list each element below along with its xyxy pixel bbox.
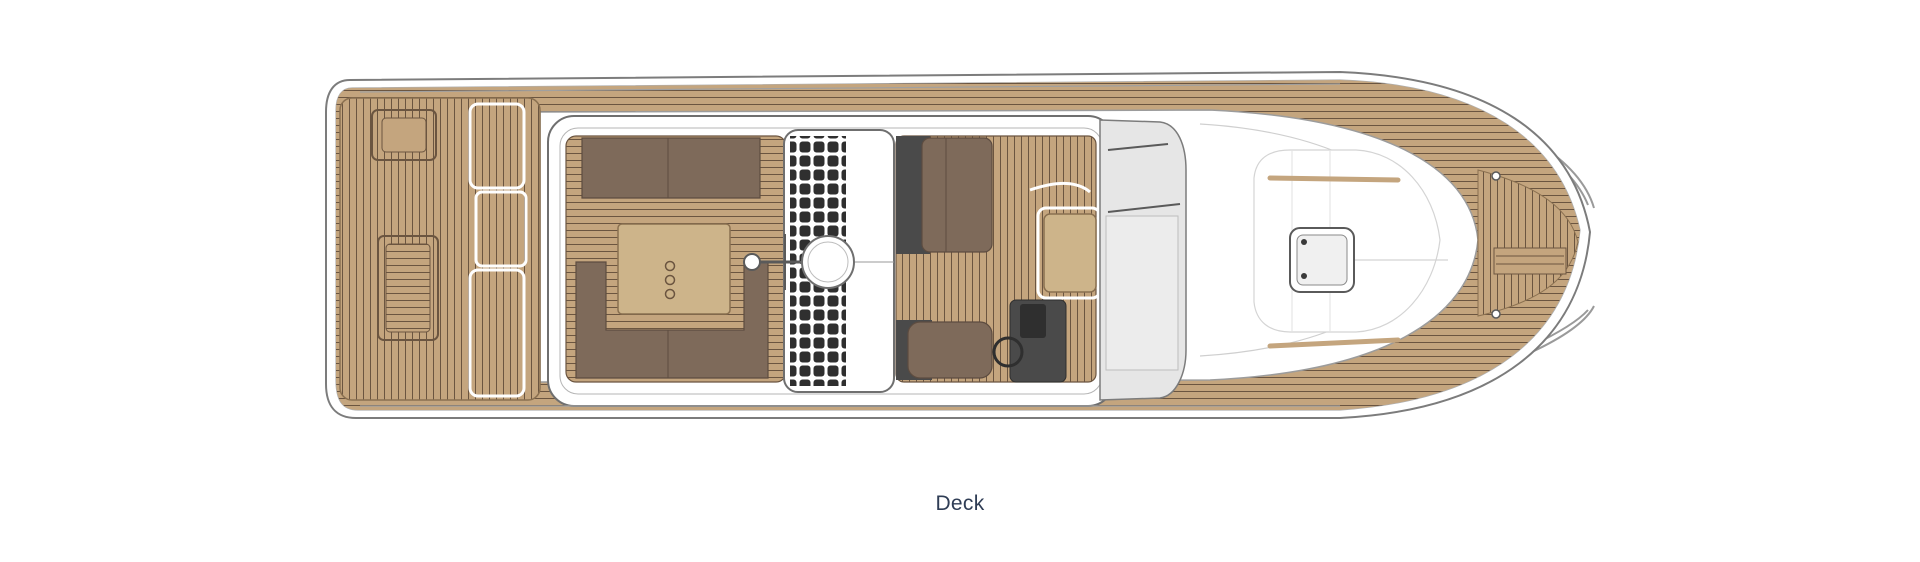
cleat-starboard bbox=[1491, 309, 1501, 319]
solar-panel bbox=[743, 129, 895, 393]
yacht-deck-plan bbox=[325, 70, 1595, 419]
aft-cockpit-deck bbox=[339, 97, 541, 401]
saloon-aft-sofa bbox=[581, 137, 761, 199]
starboard-handrail bbox=[1267, 337, 1401, 349]
cleat-port bbox=[1491, 171, 1501, 181]
radar-dome bbox=[801, 235, 855, 289]
windscreen bbox=[1099, 119, 1187, 401]
rub-rails bbox=[359, 83, 1341, 407]
deck-caption: Deck bbox=[935, 492, 985, 515]
helm-bench-seat bbox=[921, 137, 993, 253]
helm-station bbox=[895, 135, 1102, 383]
foredeck bbox=[1199, 123, 1448, 357]
companion-seat bbox=[1043, 213, 1097, 293]
steering-wheel bbox=[992, 336, 1024, 368]
bow-deck bbox=[1477, 169, 1579, 319]
antenna-mount bbox=[743, 253, 761, 271]
helm-seat bbox=[907, 321, 993, 379]
port-handrail bbox=[1267, 175, 1401, 183]
saloon-interior bbox=[565, 135, 787, 383]
